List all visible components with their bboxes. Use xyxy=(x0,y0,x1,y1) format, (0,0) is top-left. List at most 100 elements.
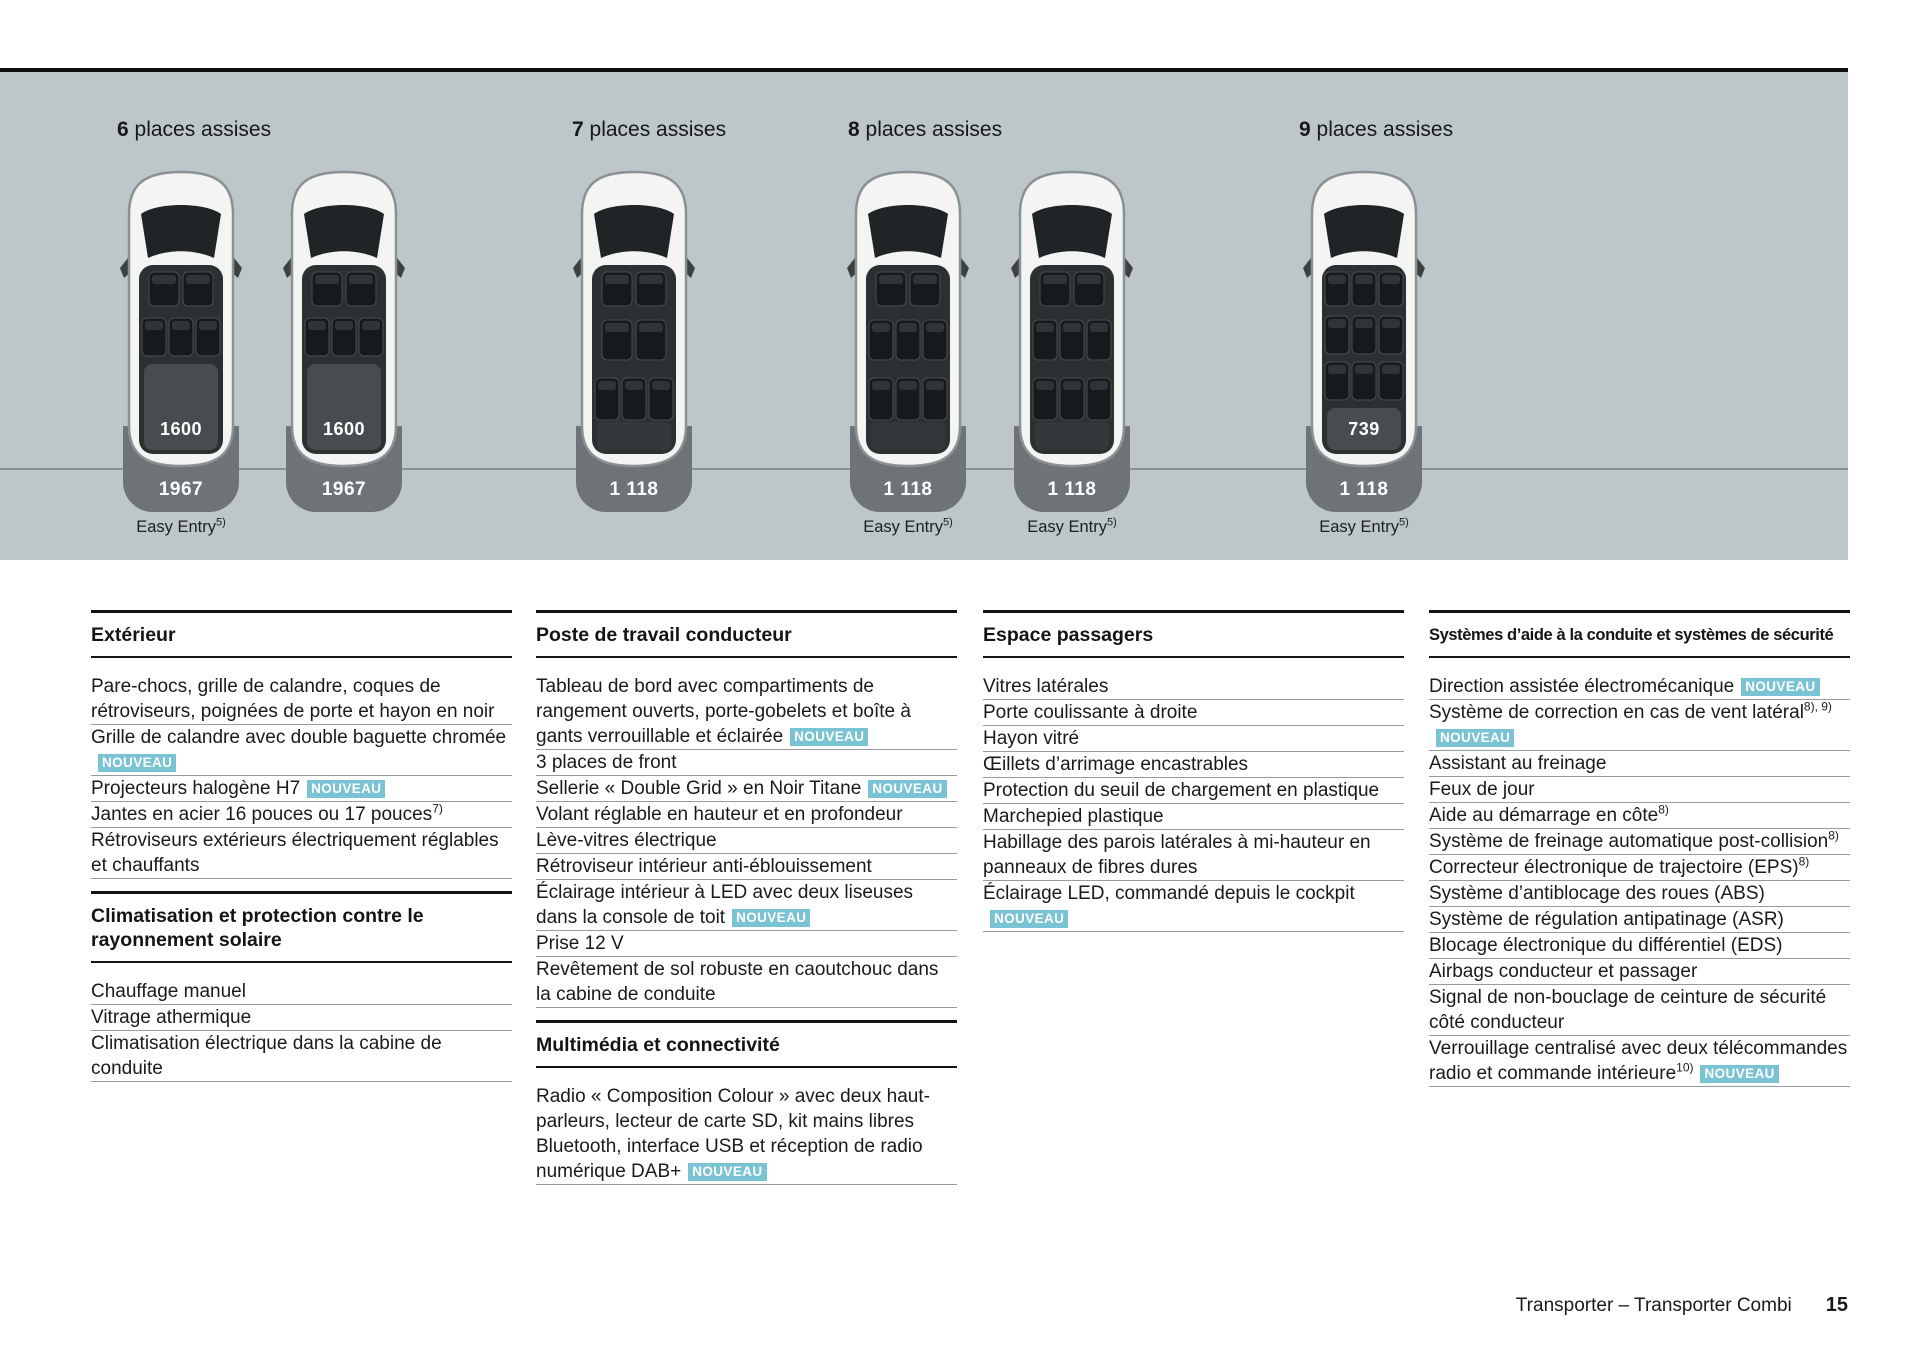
van-top-view-illustration: 1 118 xyxy=(846,168,970,514)
feature-item: Pare-chocs, grille de calandre, coques d… xyxy=(91,674,512,725)
nouveau-badge: NOUVEAU xyxy=(990,910,1069,928)
easy-entry-label: Easy Entry5) xyxy=(1027,516,1117,536)
feature-item: Volant réglable en hauteur et en profond… xyxy=(536,802,957,828)
feature-item: Rétroviseurs extérieurs électriquement r… xyxy=(91,828,512,879)
footer-model-name: Transporter – Transporter Combi xyxy=(1515,1295,1792,1316)
feature-item: Revêtement de sol robuste en caoutchouc … xyxy=(536,957,957,1008)
section-title: Poste de travail conducteur xyxy=(536,610,957,658)
feature-section: Climatisation et protection contre le ra… xyxy=(91,891,512,1082)
feature-list: Radio « Composition Colour » avec deux h… xyxy=(536,1084,957,1185)
van-top-view-illustration: 1 118 xyxy=(1010,168,1134,514)
feature-item: Prise 12 V xyxy=(536,931,957,957)
feature-item: Éclairage LED, commandé depuis le cockpi… xyxy=(983,881,1404,932)
nouveau-badge: NOUVEAU xyxy=(868,780,947,798)
feature-item: Radio « Composition Colour » avec deux h… xyxy=(536,1084,957,1185)
feature-item: Hayon vitré xyxy=(983,726,1404,752)
svg-text:1967: 1967 xyxy=(159,479,203,500)
feature-item: Vitrage athermique xyxy=(91,1005,512,1031)
nouveau-badge: NOUVEAU xyxy=(1741,678,1820,696)
feature-item: Feux de jour xyxy=(1429,777,1850,803)
feature-item: Système de régulation antipatinage (ASR) xyxy=(1429,907,1850,933)
nouveau-badge: NOUVEAU xyxy=(98,754,177,772)
footnote-marker: 8) xyxy=(1828,828,1839,843)
feature-item: Porte coulissante à droite xyxy=(983,700,1404,726)
feature-item: Blocage électronique du différentiel (ED… xyxy=(1429,933,1850,959)
nouveau-badge: NOUVEAU xyxy=(1436,729,1515,747)
feature-item: Lève-vitres électrique xyxy=(536,828,957,854)
footnote-marker: 8) xyxy=(1658,802,1669,817)
feature-item: Œillets d’arrimage encastrables xyxy=(983,752,1404,778)
feature-item: Aide au démarrage en côte8) xyxy=(1429,803,1850,829)
section-title: Climatisation et protection contre le ra… xyxy=(91,891,512,963)
nouveau-badge: NOUVEAU xyxy=(732,909,811,927)
nouveau-badge: NOUVEAU xyxy=(688,1163,767,1181)
seating-group-label-7: 7 places assises xyxy=(572,118,727,141)
svg-text:1600: 1600 xyxy=(160,419,202,439)
feature-item: Climatisation électrique dans la cabine … xyxy=(91,1031,512,1082)
section-title: Multimédia et connectivité xyxy=(536,1020,957,1068)
feature-item: Signal de non-bouclage de ceinture de sé… xyxy=(1429,985,1850,1036)
feature-item: Éclairage intérieur à LED avec deux lise… xyxy=(536,880,957,931)
footnote-marker: 7) xyxy=(432,801,443,816)
nouveau-badge: NOUVEAU xyxy=(790,728,869,746)
seating-group-label-9: 9 places assises xyxy=(1299,118,1454,141)
nouveau-badge: NOUVEAU xyxy=(307,780,386,798)
footnote-marker: 10) xyxy=(1676,1060,1694,1075)
seating-configurations-band: 6 places assises 7 places assises 8 places… xyxy=(0,72,1848,560)
feature-item: Tableau de bord avec compartiments de ra… xyxy=(536,674,957,750)
svg-text:1 118: 1 118 xyxy=(884,479,933,500)
footnote-marker: 8), 9) xyxy=(1803,699,1832,714)
seating-group-label-6: 6 places assises xyxy=(117,118,272,141)
svg-text:739: 739 xyxy=(1348,419,1380,439)
feature-list: Pare-chocs, grille de calandre, coques d… xyxy=(91,674,512,879)
feature-column-systemes-securite: Systèmes d’aide à la conduite et système… xyxy=(1429,610,1850,1087)
feature-item: 3 places de front xyxy=(536,750,957,776)
feature-item: Marchepied plastique xyxy=(983,804,1404,830)
section-title: Espace passagers xyxy=(983,610,1404,658)
section-title: Extérieur xyxy=(91,610,512,658)
seating-group-label-8: 8 places assises xyxy=(848,118,1003,141)
footnote-marker: 8) xyxy=(1798,854,1810,869)
svg-text:1 118: 1 118 xyxy=(610,479,659,500)
svg-text:1 118: 1 118 xyxy=(1340,479,1389,500)
feature-item: Grille de calandre avec double baguette … xyxy=(91,725,512,776)
feature-item: Rétroviseur intérieur anti-éblouissement xyxy=(536,854,957,880)
feature-item: Airbags conducteur et passager xyxy=(1429,959,1850,985)
feature-item: Correcteur électronique de trajectoire (… xyxy=(1429,855,1850,881)
easy-entry-label: Easy Entry5) xyxy=(136,516,226,536)
easy-entry-label: Easy Entry5) xyxy=(1319,516,1409,536)
van-top-view-illustration: 1 118 739 xyxy=(1302,168,1426,514)
feature-item: Assistant au freinage xyxy=(1429,751,1850,777)
feature-item: Jantes en acier 16 pouces ou 17 pouces7) xyxy=(91,802,512,828)
feature-item: Habillage des parois latérales à mi-haut… xyxy=(983,830,1404,881)
van-top-view-illustration: 1967 1600 xyxy=(119,168,243,514)
feature-item: Système de correction en cas de vent lat… xyxy=(1429,700,1850,751)
page-footer: Transporter – Transporter Combi 15 xyxy=(1516,1294,1848,1317)
feature-item: Système d’antiblocage des roues (ABS) xyxy=(1429,881,1850,907)
easy-entry-label: Easy Entry5) xyxy=(863,516,953,536)
page-number: 15 xyxy=(1825,1294,1848,1316)
van-top-view-illustration: 1 118 xyxy=(572,168,696,514)
feature-item: Vitres latérales xyxy=(983,674,1404,700)
nouveau-badge: NOUVEAU xyxy=(1700,1065,1779,1083)
feature-item: Système de freinage automatique post-col… xyxy=(1429,829,1850,855)
feature-item: Verrouillage centralisé avec deux téléco… xyxy=(1429,1036,1850,1087)
page-top-rule xyxy=(0,68,1848,72)
svg-text:1600: 1600 xyxy=(323,419,365,439)
svg-text:1 118: 1 118 xyxy=(1048,479,1097,500)
